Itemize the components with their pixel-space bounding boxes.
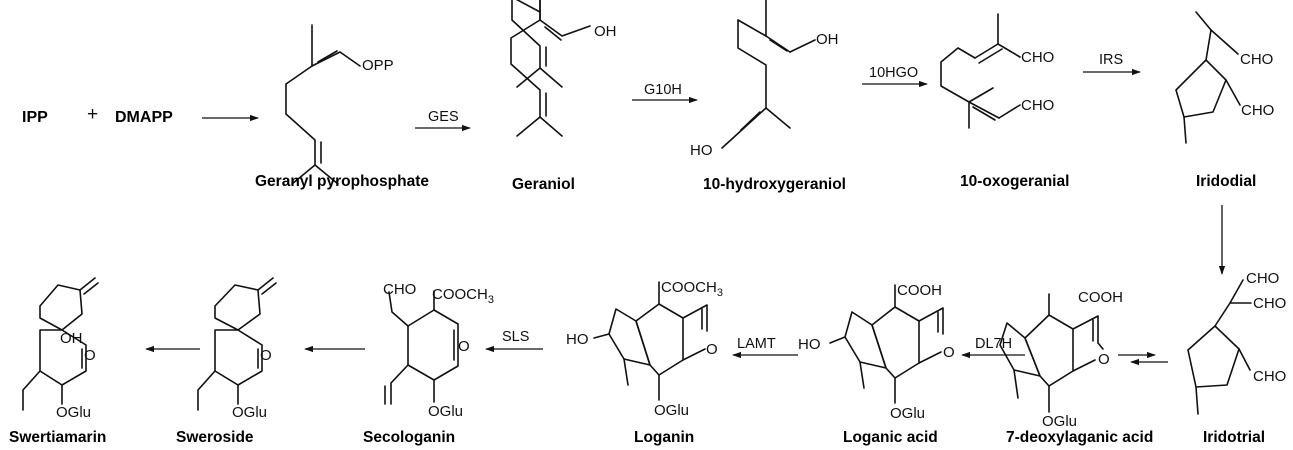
loganin-cooch: COOCH [661,279,717,296]
secologanin-cooch3: COOCH3 [432,286,494,306]
compound-geranyl-pyrophosphate: Geranyl pyrophosphate [255,173,429,190]
enzyme-sls: SLS [502,329,529,345]
compound-swertiamarin: Swertiamarin [9,429,106,446]
opp-group: OPP [362,57,394,74]
enzyme-dl7h: DL7H [975,336,1012,352]
secologanin-o: O [458,338,470,355]
compound-10-oxogeranial: 10-oxogeranial [960,173,1069,190]
dmapp-label: DMAPP [115,109,173,126]
iridotrial-cho-1: CHO [1246,270,1279,287]
geraniol-oh: OH [594,23,617,40]
loganin-oglu: OGlu [654,402,689,419]
ipp-label: IPP [22,109,48,126]
compound-geraniol: Geraniol [512,176,575,193]
iridodial-cho-top: CHO [1240,51,1273,68]
secologanin-cho: CHO [383,281,416,298]
deoxyloganic-cooh: COOH [1078,289,1123,306]
loganin-structure: COOCH3 O HO OGlu [566,279,723,419]
deoxyloganic-o: O [1098,351,1110,368]
compound-7-deoxylaganic-acid: 7-deoxylaganic acid [1006,429,1153,446]
loganin-o: O [706,341,718,358]
oxogeranial-structure: CHO CHO [940,13,1054,129]
loganin-cooch3: COOCH3 [661,279,723,299]
enzyme-lamt: LAMT [737,336,776,352]
secologanin-oglu: OGlu [428,403,463,420]
secologanin-cooch: COOCH [432,286,488,303]
enzyme-10hgo: 10HGO [869,65,918,81]
compound-loganin: Loganin [634,429,694,446]
hydroxygeraniol-structure: OH HO [690,0,839,159]
compound-loganic-acid: Loganic acid [843,429,938,446]
loganin-ho: HO [566,331,589,348]
loganic-oglu: OGlu [890,405,925,422]
hydroxygeraniol-ho: HO [690,142,713,159]
deoxyloganic-acid-structure: COOH O OGlu [999,289,1123,430]
sweroside-structure: O OGlu [197,277,277,421]
hydroxygeraniol-oh: OH [816,31,839,48]
plus-sign: + [87,104,98,125]
swertiamarin-structure: OH O OGlu [22,277,99,421]
loganic-ho: HO [798,336,821,353]
oxogeranial-cho-bottom: CHO [1021,97,1054,114]
enzyme-g10h: G10H [644,82,682,98]
secologanin-sub3: 3 [488,294,494,306]
compound-sweroside: Sweroside [176,429,254,446]
iridodial-structure: CHO CHO [1175,11,1274,144]
loganic-o: O [943,344,955,361]
compound-secologanin: Secologanin [363,429,455,446]
equilibrium-arrows [1118,351,1168,366]
geraniol-structure [511,0,563,88]
start-reactants: IPP + DMAPP [22,104,173,126]
oxogeranial-cho-top: CHO [1021,49,1054,66]
compound-iridotrial: Iridotrial [1203,429,1265,446]
enzyme-ges: GES [428,109,459,125]
swertiamarin-oh: OH [60,330,83,347]
iridotrial-structure: CHO CHO CHO [1187,270,1286,415]
loganic-cooh: COOH [897,282,942,299]
deoxyloganic-oglu: OGlu [1042,413,1077,430]
swertiamarin-oglu: OGlu [56,404,91,421]
iridodial-cho-bottom: CHO [1241,102,1274,119]
compound-iridodial: Iridodial [1196,173,1256,190]
swertiamarin-o: O [84,347,96,364]
sweroside-oglu: OGlu [232,404,267,421]
iridotrial-cho-2: CHO [1253,295,1286,312]
secologanin-structure: CHO COOCH3 O OGlu [383,281,494,420]
geranyl-pyrophosphate-structure: OPP [285,24,394,185]
compound-10-hydroxygeraniol: 10-hydroxygeraniol [703,176,846,193]
iridotrial-cho-3: CHO [1253,368,1286,385]
geraniol-structure-main: OH [510,0,617,137]
loganic-acid-structure: COOH O HO OGlu [798,282,955,422]
loganin-sub3: 3 [717,287,723,299]
sweroside-o: O [260,347,272,364]
enzyme-irs: IRS [1099,52,1123,68]
